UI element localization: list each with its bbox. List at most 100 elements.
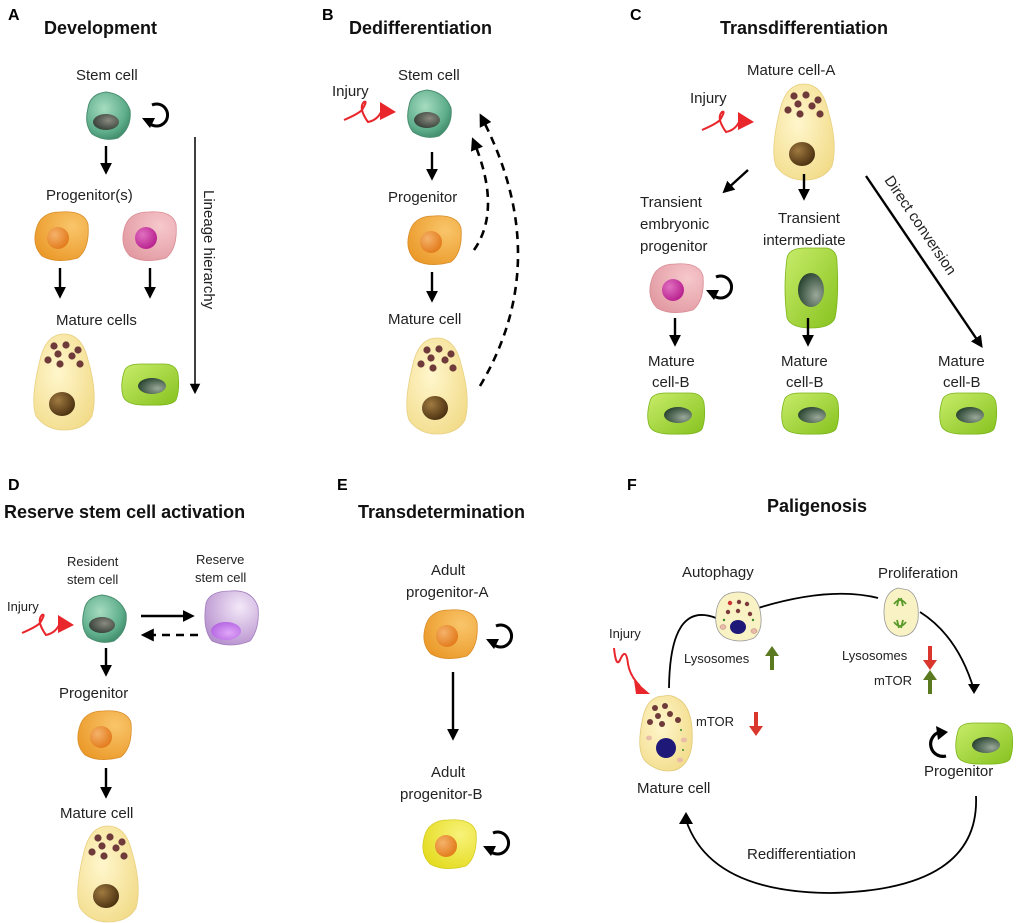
label-mature-cell: Mature cell xyxy=(60,805,133,822)
panel-c: C Transdifferentiation Mature cell-A Inj… xyxy=(630,7,998,435)
panel-title-transdifferentiation: Transdifferentiation xyxy=(720,18,888,38)
mature-cell-b-icon xyxy=(647,392,706,435)
label-direct-conversion: Direct conversion xyxy=(881,173,960,279)
label-mature-cell-a: Mature cell-A xyxy=(747,62,835,79)
self-renewal-arrow-icon xyxy=(481,830,511,858)
self-renewal-arrow-icon xyxy=(484,623,514,651)
cycle-arrowhead xyxy=(679,812,693,824)
label-reserve-1: Reserve xyxy=(196,552,244,567)
label-mature-cell: Mature cell xyxy=(637,780,710,797)
panel-a: A Development Stem cell Progenitor(s) Ma… xyxy=(8,7,217,431)
panel-title-reserve-stem-cell-activation: Reserve stem cell activation xyxy=(4,502,245,522)
mature-cell-icon xyxy=(406,337,468,435)
panel-letter-f: F xyxy=(627,477,637,494)
label-injury: Injury xyxy=(609,626,641,641)
label-mature-b-2: cell-B xyxy=(786,374,824,391)
mature-cell-icon xyxy=(77,825,139,923)
reserve-stem-cell-icon xyxy=(204,590,259,646)
label-mature-b-2: cell-B xyxy=(943,374,981,391)
label-adult-b-2: progenitor-B xyxy=(400,786,483,803)
progenitor-icon xyxy=(77,710,132,761)
label-adult-a-1: Adult xyxy=(431,562,466,579)
label-redifferentiation: Redifferentiation xyxy=(747,846,856,863)
label-mature-cells: Mature cells xyxy=(56,312,137,329)
label-progenitor: Progenitor xyxy=(924,763,993,780)
progenitor-pink-icon xyxy=(122,211,177,262)
panel-letter-a: A xyxy=(8,7,20,24)
label-progenitor: Progenitor xyxy=(388,189,457,206)
label-transient-embryonic-3: progenitor xyxy=(640,238,708,255)
injury-icon xyxy=(343,100,397,123)
label-stem-cell: Stem cell xyxy=(398,67,460,84)
arrow-direct-conversion xyxy=(865,175,983,348)
panel-letter-d: D xyxy=(8,477,20,494)
cycle-arrowhead xyxy=(968,684,980,694)
label-mtor: mTOR xyxy=(696,714,734,729)
progenitor-orange-icon xyxy=(34,211,89,262)
label-lysosomes: Lysosomes xyxy=(684,651,750,666)
panel-letter-b: B xyxy=(322,7,334,24)
mature-cell-b-icon xyxy=(939,392,998,435)
label-mature-b-1: Mature xyxy=(781,353,828,370)
label-stem-cell: Stem cell xyxy=(76,67,138,84)
label-lineage-hierarchy: Lineage hierarchy xyxy=(200,190,217,310)
label-progenitors: Progenitor(s) xyxy=(46,187,133,204)
down-arrow-icon xyxy=(923,646,937,670)
label-mature-cell: Mature cell xyxy=(388,311,461,328)
injury-icon xyxy=(21,613,75,636)
adult-progenitor-b-icon xyxy=(422,819,477,870)
dashed-arrow-progenitor-to-stem xyxy=(470,137,490,251)
label-adult-a-2: progenitor-A xyxy=(406,584,489,601)
down-arrow-icon xyxy=(749,712,763,736)
label-transient-intermediate-2: intermediate xyxy=(763,232,846,249)
panel-e: E Transdetermination Adult progenitor-A … xyxy=(337,477,525,870)
label-transient-embryonic-2: embryonic xyxy=(640,216,710,233)
mature-cell-a-icon xyxy=(773,83,835,181)
arrow-to-transient-embryonic xyxy=(722,169,749,194)
injury-icon xyxy=(701,110,755,133)
panel-letter-e: E xyxy=(337,477,348,494)
mature-cell-green-icon xyxy=(121,363,180,406)
panel-title-transdetermination: Transdetermination xyxy=(358,502,525,522)
label-resident-2: stem cell xyxy=(67,572,118,587)
panel-title-dedifferentiation: Dedifferentiation xyxy=(349,18,492,38)
label-autophagy: Autophagy xyxy=(682,564,754,581)
proliferation-cell-icon xyxy=(883,587,919,637)
label-injury: Injury xyxy=(690,90,727,107)
panel-title-paligenosis: Paligenosis xyxy=(767,496,867,516)
dashed-arrow-mature-to-stem xyxy=(478,113,520,387)
self-renewal-arrow-icon xyxy=(704,274,734,302)
self-renewal-arrow-icon xyxy=(929,726,948,758)
label-injury: Injury xyxy=(332,83,369,100)
mature-cell-b-icon xyxy=(781,392,840,435)
label-transient-embryonic-1: Transient xyxy=(640,194,703,211)
up-arrow-icon xyxy=(765,646,779,670)
label-proliferation: Proliferation xyxy=(878,565,958,582)
label-mature-b-1: Mature xyxy=(648,353,695,370)
cycle-arc-top xyxy=(668,592,975,691)
progenitor-icon xyxy=(407,215,462,266)
label-progenitor: Progenitor xyxy=(59,685,128,702)
panel-b: B Dedifferentiation Stem cell Injury Pro… xyxy=(322,7,520,435)
panel-f: F Paligenosis Autophagy Proliferation Ly… xyxy=(609,477,1014,894)
paligenosis-mature-cell-icon xyxy=(639,695,693,772)
panel-d: D Reserve stem cell activation Resident … xyxy=(4,477,259,923)
panel-letter-c: C xyxy=(630,7,642,24)
injury-icon xyxy=(613,647,641,687)
transient-intermediate-icon xyxy=(784,247,839,329)
paligenosis-progenitor-icon xyxy=(955,722,1014,765)
cycle-arc-bottom xyxy=(685,795,977,894)
label-injury: Injury xyxy=(7,599,39,614)
label-lysosomes: Lysosomes xyxy=(842,648,908,663)
stem-cell-icon xyxy=(86,91,131,140)
mature-cell-yellow-icon xyxy=(33,333,95,431)
self-renewal-arrow-icon xyxy=(140,102,170,130)
transient-embryonic-progenitor-icon xyxy=(649,263,704,314)
injury-arrowhead xyxy=(634,680,650,694)
label-resident-1: Resident xyxy=(67,554,119,569)
label-mtor: mTOR xyxy=(874,673,912,688)
stem-cell-icon xyxy=(407,89,452,138)
label-transient-intermediate-1: Transient xyxy=(778,210,841,227)
adult-progenitor-a-icon xyxy=(423,609,478,660)
